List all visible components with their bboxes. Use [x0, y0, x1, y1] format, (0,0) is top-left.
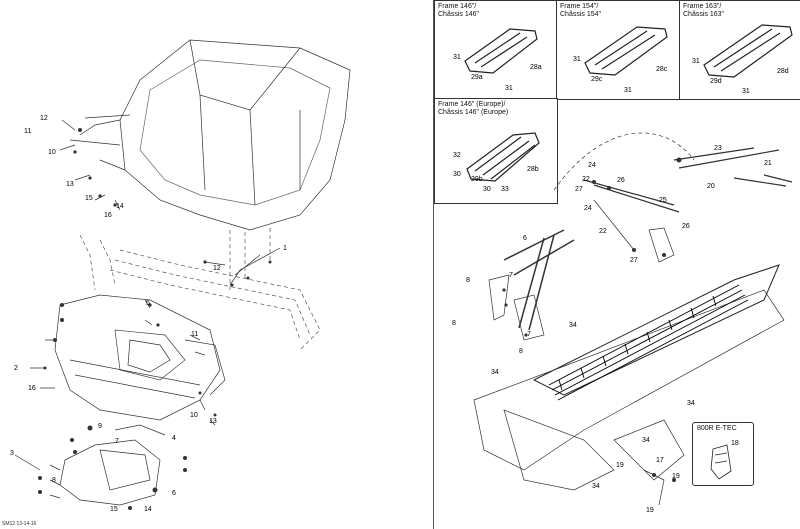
callout-25: 25 — [659, 197, 667, 204]
bottom-bracket-outline — [59, 439, 161, 506]
frame-146-europe-box: Frame 146" (Europe)/Châssis 146" (Europe… — [434, 98, 558, 204]
callout-34b: 34 — [491, 369, 499, 376]
callout-14b: 14 — [144, 506, 152, 513]
callout-18: 18 — [731, 440, 739, 447]
svg-text:31: 31 — [505, 85, 513, 92]
callout-7: 7 — [115, 438, 119, 445]
callout-34: 34 — [569, 322, 577, 329]
callout-12b: 12 — [213, 265, 221, 272]
frame-146-rail-drawing: 31 29a 28a 31 — [453, 28, 542, 92]
svg-text:29c: 29c — [591, 76, 603, 83]
frame-146-europe-title: Frame 146" (Europe)/Châssis 146" (Europe… — [438, 101, 509, 116]
callout-4: 4 — [172, 435, 176, 442]
callout-22: 22 — [599, 228, 607, 235]
callout-26: 26 — [617, 177, 625, 184]
right-exploded-view: Frame 146"/Châssis 146" 31 29a 28a 31 Frame… — [433, 0, 800, 529]
svg-text:31: 31 — [453, 54, 461, 61]
callout-15: 15 — [85, 195, 93, 202]
callout-7: 7 — [509, 272, 513, 279]
callout-19b: 19 — [672, 473, 680, 480]
left-exploded-view: 1 2 3 4 5 6 7 8 9 10 11 12 13 14 15 16 1… — [2, 39, 351, 527]
svg-text:29b: 29b — [471, 176, 483, 183]
svg-text:28d: 28d — [777, 68, 789, 75]
callout-26b: 26 — [682, 223, 690, 230]
frame-146-title: Frame 146"/Châssis 146" — [438, 3, 480, 18]
engine-bracket-drawing: 18 — [710, 440, 739, 480]
page-gutter — [400, 0, 433, 529]
callout-13b: 13 — [209, 418, 217, 425]
svg-text:29a: 29a — [471, 74, 483, 81]
callout-10b: 10 — [190, 412, 198, 419]
callout-34e: 34 — [592, 483, 600, 490]
svg-text:30: 30 — [483, 186, 491, 193]
callout-17: 17 — [656, 457, 664, 464]
chassis-frame-drawing: 1 2 3 4 5 6 7 8 9 10 11 12 13 14 15 16 1… — [10, 39, 351, 513]
callout-20: 20 — [707, 183, 715, 190]
svg-text:28c: 28c — [656, 66, 668, 73]
callout-6: 6 — [523, 235, 527, 242]
document-reference: SM12 13-14-16 — [2, 521, 37, 527]
callout-8c: 8 — [519, 348, 523, 355]
svg-text:33: 33 — [501, 186, 509, 193]
callout-19c: 19 — [646, 507, 654, 514]
callout-22b: 22 — [582, 176, 590, 183]
engine-variant-inset: 800R E-TEC 18 — [692, 422, 754, 486]
callout-1: 1 — [283, 245, 287, 252]
callout-21: 21 — [764, 160, 772, 167]
callout-10: 10 — [48, 149, 56, 156]
svg-text:31: 31 — [573, 56, 581, 63]
frame-154-rail-drawing: 31 29c 28c 31 — [573, 26, 668, 94]
svg-text:28b: 28b — [527, 166, 539, 173]
svg-text:31: 31 — [742, 88, 750, 95]
callout-9: 9 — [98, 423, 102, 430]
callout-34d: 34 — [642, 437, 650, 444]
callout-12: 12 — [40, 115, 48, 122]
callout-14: 14 — [116, 203, 124, 210]
callout-8: 8 — [466, 277, 470, 284]
callout-7b: 7 — [527, 331, 531, 338]
callout-19: 19 — [616, 462, 624, 469]
callout-24b: 24 — [584, 205, 592, 212]
callout-11: 11 — [24, 128, 31, 135]
svg-text:31: 31 — [692, 58, 700, 65]
callout-16b: 16 — [28, 385, 36, 392]
frame-163-title: Frame 163"/Châssis 163" — [683, 3, 725, 18]
callout-5: 5 — [146, 300, 150, 307]
frame-146-box: Frame 146"/Châssis 146" 31 29a 28a 31 — [434, 0, 558, 100]
callout-8b: 8 — [452, 320, 456, 327]
callout-6: 6 — [172, 490, 176, 497]
callout-16: 16 — [104, 212, 112, 219]
callout-3: 3 — [10, 450, 14, 457]
callout-27b: 27 — [630, 257, 638, 264]
callout-2: 2 — [14, 365, 18, 372]
callout-27: 27 — [575, 186, 583, 193]
frame-154-box: Frame 154"/Châssis 154" 31 29c 28c 31 — [556, 0, 681, 100]
callout-11b: 11 — [191, 331, 198, 338]
callout-34c: 34 — [687, 400, 695, 407]
lower-brace-outline — [54, 294, 221, 421]
callout-15b: 15 — [110, 506, 118, 513]
svg-text:28a: 28a — [530, 64, 542, 71]
svg-text:32: 32 — [453, 152, 461, 159]
callout-13: 13 — [66, 181, 74, 188]
frame-163-rail-drawing: 31 29d 28d 31 — [692, 24, 793, 95]
callout-24: 24 — [588, 162, 596, 169]
svg-text:30: 30 — [453, 171, 461, 178]
svg-text:29d: 29d — [710, 78, 722, 85]
frame-163-box: Frame 163"/Châssis 163" 31 29d 28d 31 — [679, 0, 800, 100]
frame-154-title: Frame 154"/Châssis 154" — [560, 3, 602, 18]
callout-23: 23 — [714, 145, 722, 152]
callout-8: 8 — [52, 477, 56, 484]
svg-text:31: 31 — [624, 87, 632, 94]
engine-variant-title: 800R E-TEC — [697, 425, 737, 432]
